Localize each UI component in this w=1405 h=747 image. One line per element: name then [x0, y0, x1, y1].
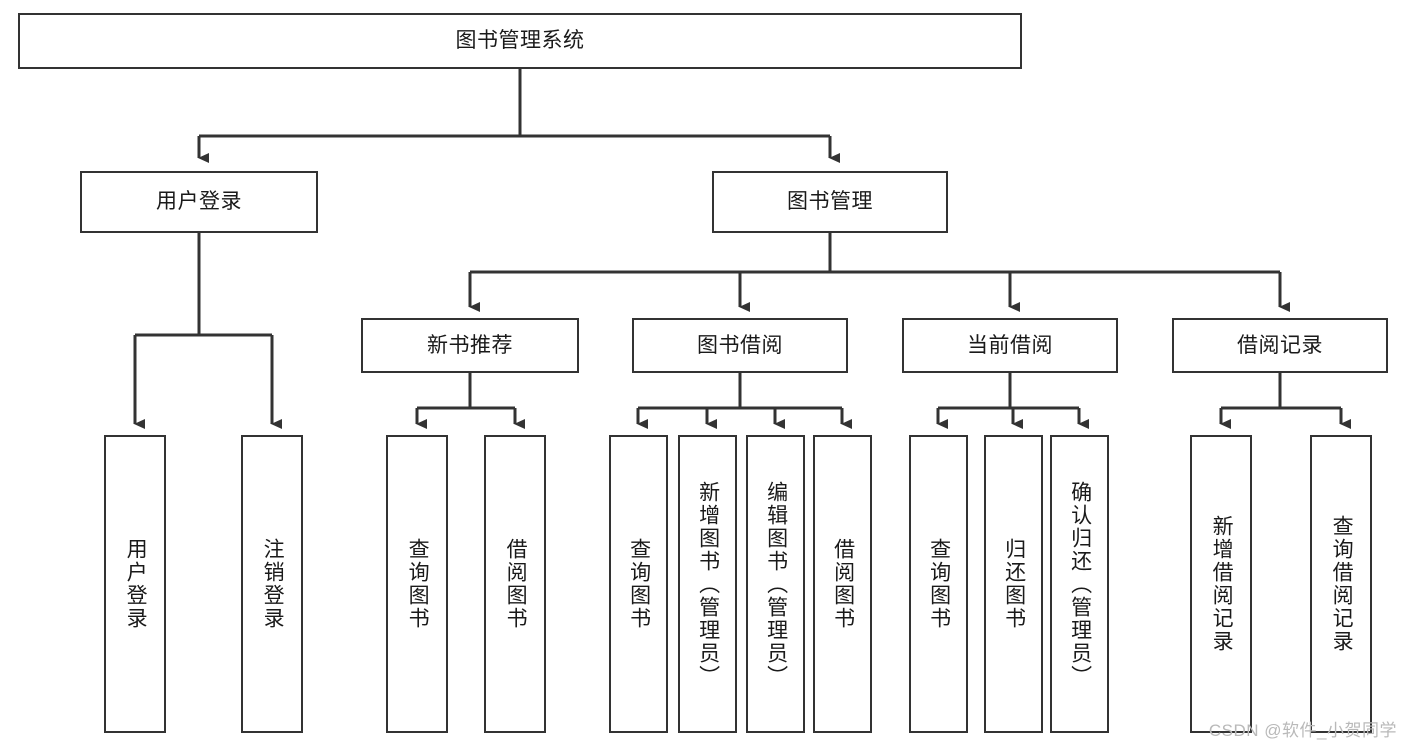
node-book-manage[interactable]: 图书管理 [712, 171, 948, 233]
node-edit-book-admin[interactable]: 编辑图书（管理员） [746, 435, 805, 733]
node-query-book-2-label: 查询图书 [627, 538, 651, 630]
node-edit-book-admin-label: 编辑图书（管理员） [764, 480, 788, 688]
node-query-book-2[interactable]: 查询图书 [609, 435, 668, 733]
node-user-login[interactable]: 用户登录 [80, 171, 318, 233]
node-current-borrow[interactable]: 当前借阅 [902, 318, 1118, 373]
node-user-login-do-label: 用户登录 [124, 538, 148, 630]
node-query-book-1-label: 查询图书 [406, 538, 430, 630]
node-borrow-book-2-label: 借阅图书 [831, 538, 855, 630]
node-query-borrow-record[interactable]: 查询借阅记录 [1310, 435, 1372, 733]
node-user-login-do[interactable]: 用户登录 [104, 435, 166, 733]
node-book-borrow[interactable]: 图书借阅 [632, 318, 848, 373]
node-root-label: 图书管理系统 [455, 29, 585, 53]
node-query-book-3-label: 查询图书 [927, 538, 951, 630]
node-book-borrow-label: 图书借阅 [697, 333, 783, 357]
node-borrow-book-1-label: 借阅图书 [504, 538, 528, 630]
node-user-logout[interactable]: 注销登录 [241, 435, 303, 733]
node-user-login-label: 用户登录 [156, 190, 242, 214]
node-user-logout-label: 注销登录 [261, 538, 285, 630]
node-new-book-recommend[interactable]: 新书推荐 [361, 318, 579, 373]
node-add-borrow-record-label: 新增借阅记录 [1210, 515, 1234, 653]
node-current-borrow-label: 当前借阅 [967, 333, 1053, 357]
node-new-book-recommend-label: 新书推荐 [427, 333, 513, 357]
node-borrow-book-1[interactable]: 借阅图书 [484, 435, 546, 733]
node-return-book-label: 归还图书 [1002, 538, 1026, 630]
node-add-book-admin-label: 新增图书（管理员） [696, 480, 720, 688]
node-add-borrow-record[interactable]: 新增借阅记录 [1190, 435, 1252, 733]
node-confirm-return-admin[interactable]: 确认归还（管理员） [1050, 435, 1109, 733]
node-add-book-admin[interactable]: 新增图书（管理员） [678, 435, 737, 733]
node-confirm-return-admin-label: 确认归还（管理员） [1068, 480, 1092, 688]
node-query-book-3[interactable]: 查询图书 [909, 435, 968, 733]
node-borrow-record[interactable]: 借阅记录 [1172, 318, 1388, 373]
node-borrow-book-2[interactable]: 借阅图书 [813, 435, 872, 733]
node-root[interactable]: 图书管理系统 [18, 13, 1022, 69]
node-query-book-1[interactable]: 查询图书 [386, 435, 448, 733]
node-book-manage-label: 图书管理 [787, 190, 873, 214]
node-return-book[interactable]: 归还图书 [984, 435, 1043, 733]
node-borrow-record-label: 借阅记录 [1237, 333, 1323, 357]
node-query-borrow-record-label: 查询借阅记录 [1330, 515, 1354, 653]
